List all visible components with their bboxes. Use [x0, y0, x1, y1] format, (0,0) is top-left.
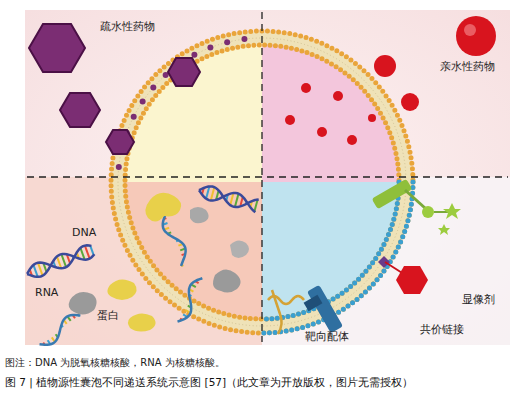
- hydrophobic-drug: [106, 130, 134, 154]
- cargo-label: 蛋白: [97, 309, 119, 322]
- base-pair: [211, 187, 215, 200]
- backbone: [36, 310, 85, 350]
- membrane-drug: [116, 164, 122, 170]
- nucleic-acids: [25, 183, 259, 350]
- rna-strand: [36, 310, 85, 350]
- imaging-agent: [422, 206, 434, 218]
- base-pair: [61, 254, 66, 267]
- hydrophobic-drug: [168, 58, 200, 86]
- rna-strand: [159, 212, 191, 268]
- drug-label: 亲水性药物: [440, 60, 495, 73]
- hydrophilic-drug: [301, 83, 311, 93]
- targeting-ligand: [304, 295, 323, 312]
- hydrophilic-drug: [333, 91, 343, 101]
- cargo-label: RNA: [35, 286, 58, 299]
- protein: [69, 292, 97, 315]
- imaging-agent: [438, 224, 450, 235]
- hydrophilic-drug: [368, 114, 376, 122]
- dna-helix: [25, 243, 96, 280]
- dna-helix: [197, 183, 259, 212]
- hydrophobic-drug: [60, 93, 100, 127]
- protein: [107, 279, 136, 300]
- imaging-agent: [405, 190, 425, 208]
- panel-background: [25, 10, 510, 345]
- membrane-drugs: [116, 36, 248, 170]
- backbone: [171, 275, 208, 325]
- membrane-drug: [241, 36, 247, 42]
- protein: [230, 240, 249, 258]
- hydrophilic-drug: [317, 127, 327, 137]
- divider-line: [27, 176, 508, 177]
- base-pair: [85, 246, 90, 259]
- surface-label: 共价链接: [420, 323, 464, 336]
- hydrophilic-drug: [374, 55, 396, 77]
- covalent-link: [396, 266, 428, 294]
- hydrophilic-drug: [464, 24, 476, 36]
- figure-note: 图注：DNA 为脱氧核糖核酸，RNA 为核糖核酸。: [5, 357, 225, 369]
- rna-strand: [171, 275, 208, 325]
- hydrophilic-drug: [456, 16, 496, 56]
- base-pair: [235, 194, 239, 207]
- covalent-link: [378, 256, 390, 268]
- cargo-label: DNA: [72, 226, 96, 239]
- backbone: [25, 243, 96, 280]
- hydrophobic-drug: [29, 24, 85, 72]
- protein: [190, 207, 209, 223]
- drug-label: 疏水性药物: [100, 20, 155, 33]
- surface-label: 显像剂: [462, 293, 495, 306]
- base-pair: [90, 246, 93, 255]
- hydrophilic-drug: [285, 115, 295, 125]
- membrane-drug: [150, 85, 156, 91]
- backbone: [25, 243, 96, 280]
- backbone: [197, 183, 259, 212]
- targeting-ligand: [268, 290, 304, 334]
- lipid-heads: [262, 182, 413, 333]
- membrane-drug: [191, 52, 197, 58]
- backbone: [159, 212, 191, 268]
- membrane-drug: [140, 98, 146, 104]
- protein: [128, 313, 156, 331]
- base-pair: [38, 263, 43, 276]
- hydrophilic-drug: [401, 93, 419, 111]
- protein: [213, 269, 241, 292]
- imaging-agent: [372, 179, 413, 209]
- membrane-drug: [207, 45, 213, 51]
- protein: [145, 193, 181, 222]
- figure-caption: 图 7 | 植物源性囊泡不同递送系统示意图 [57]（此文章为开放版权，图片无需…: [5, 376, 413, 389]
- membrane-drug: [131, 114, 137, 120]
- backbone: [197, 183, 259, 212]
- imaging-agent: [443, 203, 461, 219]
- membrane-drug: [224, 39, 230, 45]
- hydrophilic-drug: [347, 135, 357, 145]
- surface-label: 靶向配体: [305, 330, 349, 343]
